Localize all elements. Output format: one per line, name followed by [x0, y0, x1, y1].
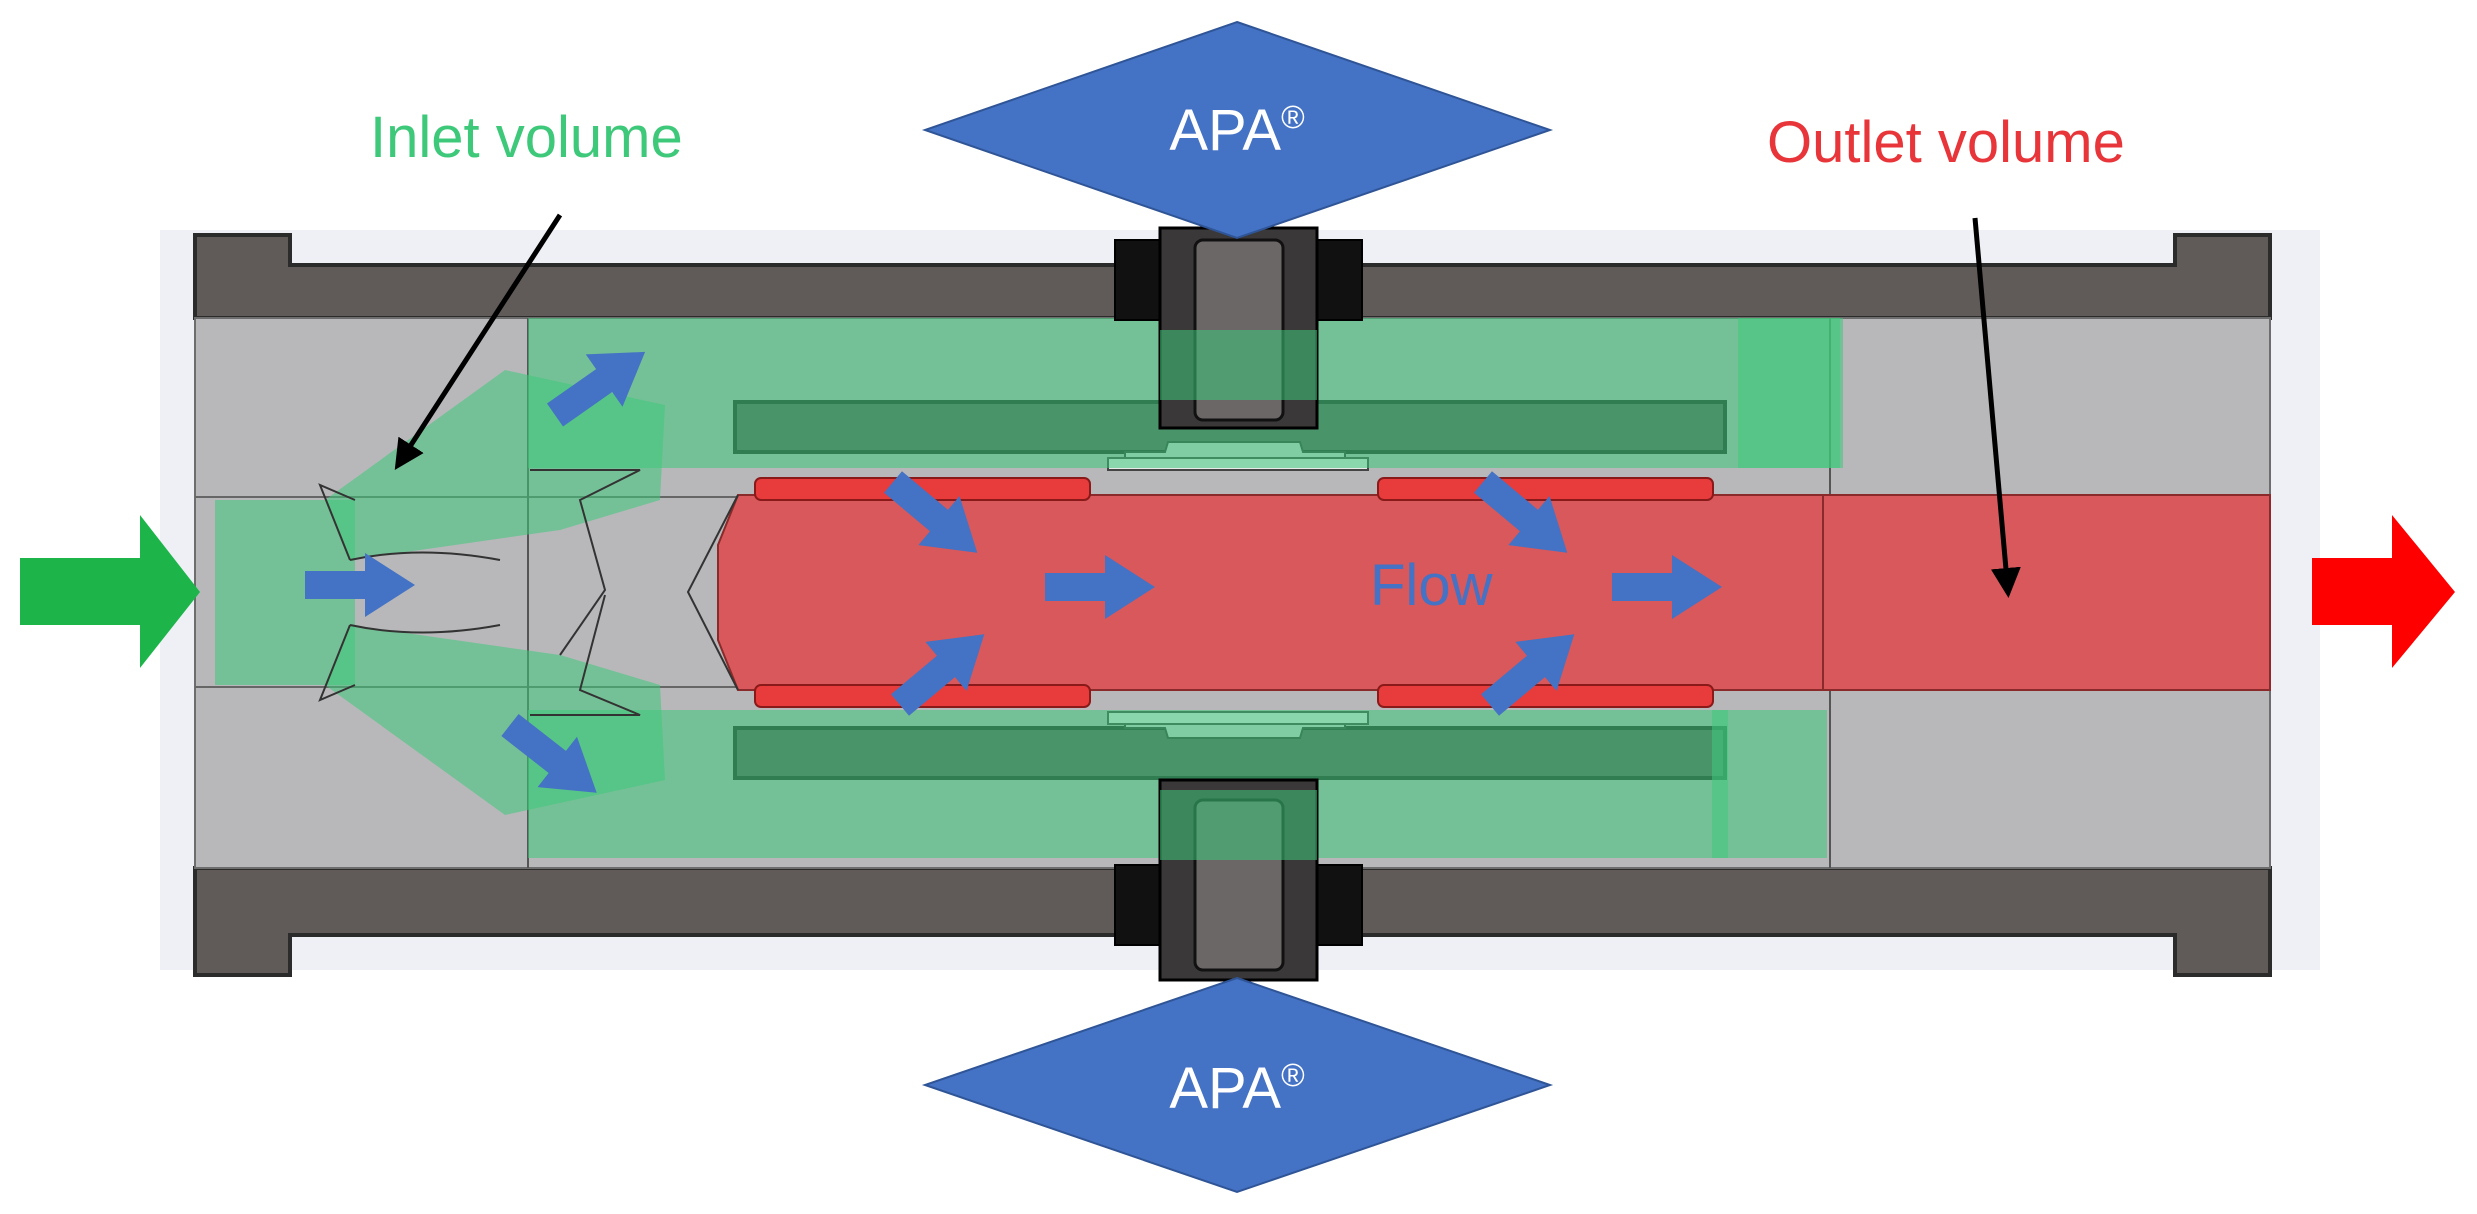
- flow-arrow-icon: [1612, 555, 1722, 619]
- inlet-arrow-icon: [20, 515, 200, 668]
- flow-arrow-icon: [891, 634, 985, 716]
- apa-label-top: APA®: [1169, 98, 1305, 163]
- contour-plug-tip: [686, 494, 739, 691]
- contour-duct-curve-lower: [349, 624, 501, 634]
- apa-actuator-bottom: [921, 976, 1554, 1194]
- inlet-volume-label: Inlet volume: [370, 105, 683, 170]
- flow-arrow-icon: [501, 713, 597, 793]
- gasket-ring: [1377, 477, 1714, 501]
- gasket-ring: [1377, 684, 1714, 708]
- bottom-actuator-green-band: [1160, 790, 1317, 860]
- outlet-volume-label: Outlet volume: [1767, 110, 2125, 175]
- top-actuator-mount: [1114, 226, 1363, 430]
- inlet-upper-return: [1738, 318, 1840, 468]
- apa-actuator-top: [921, 20, 1554, 240]
- inlet-upper-duct: [325, 370, 665, 560]
- top-actuator-green-band: [1160, 330, 1317, 400]
- contour-upper: [530, 469, 641, 656]
- inlet-lower-return: [1712, 710, 1827, 858]
- flow-arrow-icon: [546, 351, 646, 427]
- outlet-callout-arrow: [1972, 217, 2021, 598]
- flow-arrow-icon: [1481, 634, 1575, 716]
- flow-arrow-icon: [305, 553, 415, 617]
- contour-entry-upper: [318, 483, 356, 561]
- outlet-arrow-icon: [2312, 515, 2455, 668]
- bottom-actuator-mount: [1114, 778, 1363, 982]
- flow-arrow-icon: [1045, 555, 1155, 619]
- apa-label-bottom: APA®: [1169, 1056, 1305, 1121]
- contour-lower: [530, 594, 641, 716]
- inlet-lower-channel: [528, 710, 1728, 858]
- contour-entry-lower: [318, 624, 356, 702]
- inlet-callout-arrow: [394, 213, 563, 471]
- outlet-volume-region: [717, 477, 2271, 708]
- flow-arrows: [305, 351, 1722, 793]
- flow-arrow-icon: [1474, 471, 1568, 553]
- flow-arrow-icon: [884, 471, 978, 553]
- flow-label: Flow: [1370, 553, 1494, 618]
